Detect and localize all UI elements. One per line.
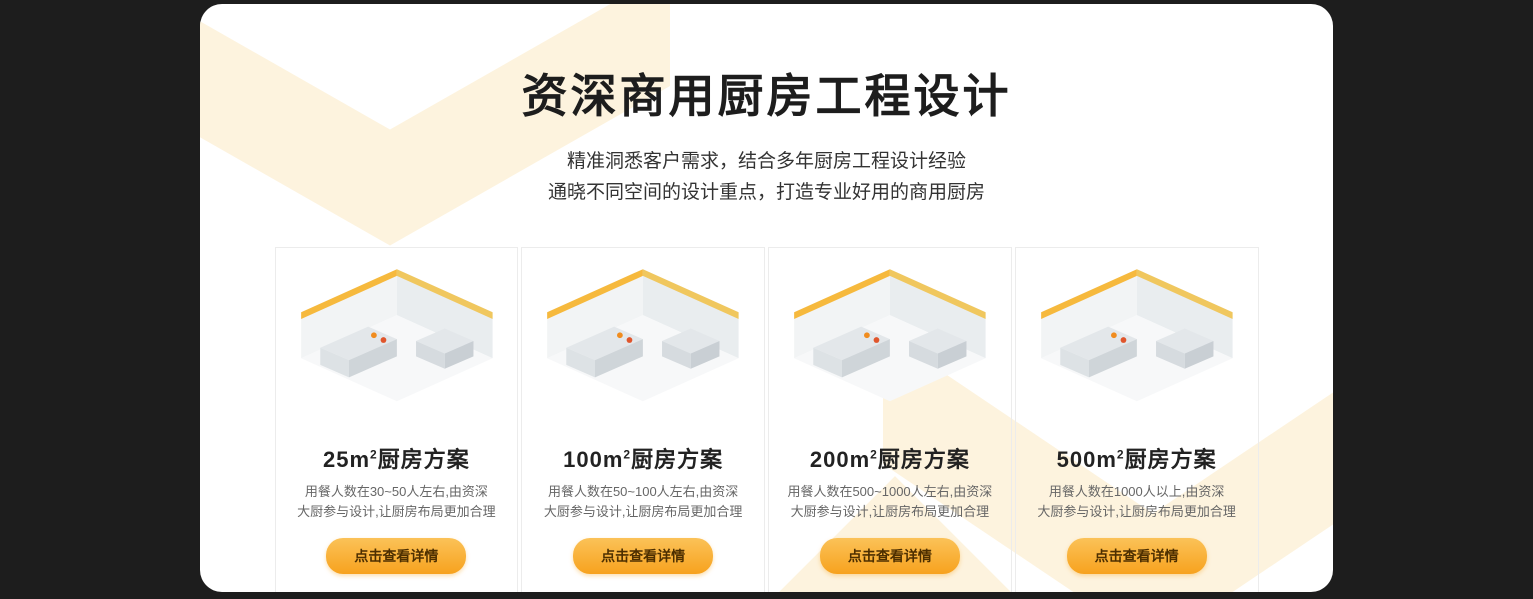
plan-card-500m2: 500m2厨房方案 用餐人数在1000人以上,由资深 大厨参与设计,让厨房布局更…	[1014, 246, 1259, 592]
desc-line-1: 用餐人数在500~1000人左右,由资深	[787, 483, 993, 499]
plan-area-sup: 2	[623, 447, 632, 462]
kitchen-render-image-500m2	[1016, 248, 1258, 434]
plan-card-body: 200m2厨房方案 用餐人数在500~1000人左右,由资深 大厨参与设计,让厨…	[769, 434, 1011, 592]
kitchen-render-image-25m2	[276, 248, 518, 434]
plan-title-suffix: 厨房方案	[377, 446, 470, 472]
plan-card-description: 用餐人数在500~1000人左右,由资深 大厨参与设计,让厨房布局更加合理	[777, 482, 1003, 522]
plan-card-title: 200m2厨房方案	[777, 442, 1003, 474]
kitchen-render-image-200m2	[769, 248, 1011, 434]
content-panel: 资深商用厨房工程设计 精准洞悉客户需求，结合多年厨房工程设计经验 通晓不同空间的…	[200, 4, 1333, 592]
plan-area-value: 200m	[809, 446, 871, 472]
desc-line-1: 用餐人数在50~100人左右,由资深	[547, 483, 739, 499]
plan-card-description: 用餐人数在50~100人左右,由资深 大厨参与设计,让厨房布局更加合理	[530, 482, 756, 522]
plan-card-body: 100m2厨房方案 用餐人数在50~100人左右,由资深 大厨参与设计,让厨房布…	[522, 434, 764, 592]
plan-title-suffix: 厨房方案	[1124, 446, 1217, 472]
view-details-button-100m2[interactable]: 点击查看详情	[573, 537, 714, 574]
kitchen-isometric-placeholder	[300, 268, 493, 401]
view-details-button-500m2[interactable]: 点击查看详情	[1066, 537, 1207, 574]
subtitle-line-1: 精准洞悉客户需求，结合多年厨房工程设计经验	[566, 151, 966, 172]
plan-card-description: 用餐人数在30~50人左右,由资深 大厨参与设计,让厨房布局更加合理	[284, 482, 510, 522]
plan-area-sup: 2	[370, 447, 378, 462]
plan-card-100m2: 100m2厨房方案 用餐人数在50~100人左右,由资深 大厨参与设计,让厨房布…	[521, 246, 765, 592]
plan-area-value: 25m	[323, 446, 371, 472]
kitchen-render-image-100m2	[522, 248, 764, 434]
plan-area-value: 500m	[1056, 446, 1117, 472]
plan-card-body: 500m2厨房方案 用餐人数在1000人以上,由资深 大厨参与设计,让厨房布局更…	[1016, 434, 1258, 592]
desc-line-1: 用餐人数在1000人以上,由资深	[1048, 483, 1225, 499]
plan-card-title: 100m2厨房方案	[530, 442, 756, 474]
desc-line-2: 大厨参与设计,让厨房布局更加合理	[1037, 503, 1236, 519]
plan-card-200m2: 200m2厨房方案 用餐人数在500~1000人左右,由资深 大厨参与设计,让厨…	[768, 246, 1012, 592]
plan-area-sup: 2	[1116, 447, 1125, 462]
plan-card-body: 25m2厨房方案 用餐人数在30~50人左右,由资深 大厨参与设计,让厨房布局更…	[276, 434, 518, 592]
desc-line-1: 用餐人数在30~50人左右,由资深	[304, 483, 488, 499]
plan-cards-row: 25m2厨房方案 用餐人数在30~50人左右,由资深 大厨参与设计,让厨房布局更…	[274, 246, 1259, 592]
kitchen-isometric-placeholder	[547, 268, 739, 401]
desc-line-2: 大厨参与设计,让厨房布局更加合理	[790, 503, 990, 519]
plan-area-value: 100m	[563, 446, 624, 472]
plan-card-description: 用餐人数在1000人以上,由资深 大厨参与设计,让厨房布局更加合理	[1024, 482, 1250, 522]
desc-line-2: 大厨参与设计,让厨房布局更加合理	[297, 503, 496, 519]
plan-title-suffix: 厨房方案	[631, 446, 724, 472]
section-subtitle: 精准洞悉客户需求，结合多年厨房工程设计经验 通晓不同空间的设计重点，打造专业好用…	[200, 146, 1333, 209]
plan-card-25m2: 25m2厨房方案 用餐人数在30~50人左右,由资深 大厨参与设计,让厨房布局更…	[274, 246, 519, 592]
desc-line-2: 大厨参与设计,让厨房布局更加合理	[543, 503, 743, 519]
plan-card-title: 500m2厨房方案	[1024, 442, 1250, 474]
plan-area-sup: 2	[870, 447, 878, 462]
view-details-button-25m2[interactable]: 点击查看详情	[326, 537, 467, 574]
subtitle-line-2: 通晓不同空间的设计重点，打造专业好用的商用厨房	[547, 182, 985, 204]
kitchen-isometric-placeholder	[794, 268, 986, 401]
kitchen-isometric-placeholder	[1040, 268, 1233, 401]
section-title: 资深商用厨房工程设计	[521, 70, 1012, 122]
plan-title-suffix: 厨房方案	[877, 446, 970, 472]
view-details-button-200m2[interactable]: 点击查看详情	[819, 537, 960, 574]
plan-card-title: 25m2厨房方案	[284, 442, 510, 474]
